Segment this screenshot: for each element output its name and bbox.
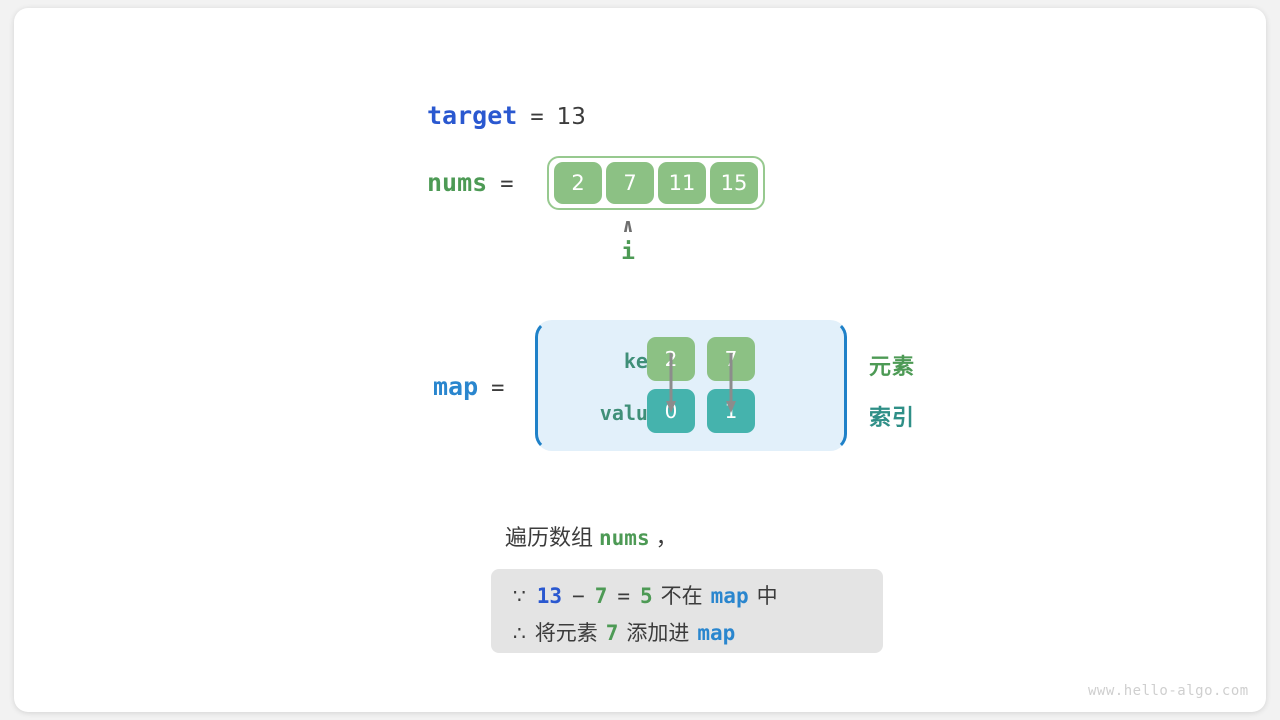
caption-keyword: nums [599, 526, 650, 550]
note-text-not-in: 不在 [660, 584, 703, 608]
therefore-symbol-icon: ∴ [513, 621, 526, 645]
pointer-label: i [621, 239, 635, 265]
nums-cell: 15 [710, 162, 758, 204]
nums-variable-name: nums [427, 168, 488, 197]
key-to-value-arrow-icon [666, 353, 676, 413]
watermark: www.hello-algo.com [1088, 683, 1249, 699]
note-map-keyword: map [697, 621, 736, 645]
note-minus-operator: − [572, 584, 585, 608]
note-text-into: 添加进 [626, 621, 690, 645]
nums-label-row: nums = [427, 168, 513, 197]
target-value: 13 [556, 104, 586, 130]
map-label-row: map = [433, 372, 504, 401]
nums-equals-sign: = [500, 172, 514, 197]
target-row: target = 13 [427, 101, 586, 130]
map-value-row-label: value [599, 401, 660, 425]
note-equals-operator: = [617, 584, 630, 608]
note-line-because: ∵ 13−7 = 5 不在 map 中 [513, 580, 781, 610]
nums-cell: 7 [606, 162, 654, 204]
because-symbol-icon: ∵ [513, 584, 526, 608]
pointer-caret-icon: ∧ [622, 215, 634, 237]
map-variable-name: map [433, 372, 479, 401]
target-equals-sign: = [530, 105, 544, 130]
nums-cell: 2 [554, 162, 602, 204]
nums-array: 2 7 11 15 [547, 156, 765, 210]
diagram-card: target = 13 nums = 2 7 11 15 ∧ i map = k… [14, 8, 1266, 712]
note-result-value: 5 [640, 584, 653, 608]
note-line-therefore: ∴ 将元素 7 添加进 map [513, 617, 740, 647]
note-operand-target: 13 [536, 584, 563, 608]
nums-cell: 11 [658, 162, 706, 204]
map-key-row-label: key [623, 349, 660, 373]
map-side-label-element: 元素 [869, 355, 916, 380]
note-operand-current: 7 [594, 584, 608, 608]
map-equals-sign: = [491, 376, 505, 401]
key-to-value-arrow-icon [726, 353, 736, 413]
note-box: ∵ 13−7 = 5 不在 map 中 ∴ 将元素 7 添加进 map [491, 569, 883, 653]
map-side-label-index: 索引 [869, 406, 916, 431]
caption-suffix: ， [655, 526, 678, 551]
note-text-add-element: 将元素 [534, 621, 598, 645]
target-variable-name: target [427, 101, 518, 130]
caption-prefix: 遍历数组 [505, 526, 594, 551]
note-added-value: 7 [605, 621, 619, 645]
note-text-within: 中 [756, 584, 778, 608]
note-map-keyword: map [710, 584, 749, 608]
